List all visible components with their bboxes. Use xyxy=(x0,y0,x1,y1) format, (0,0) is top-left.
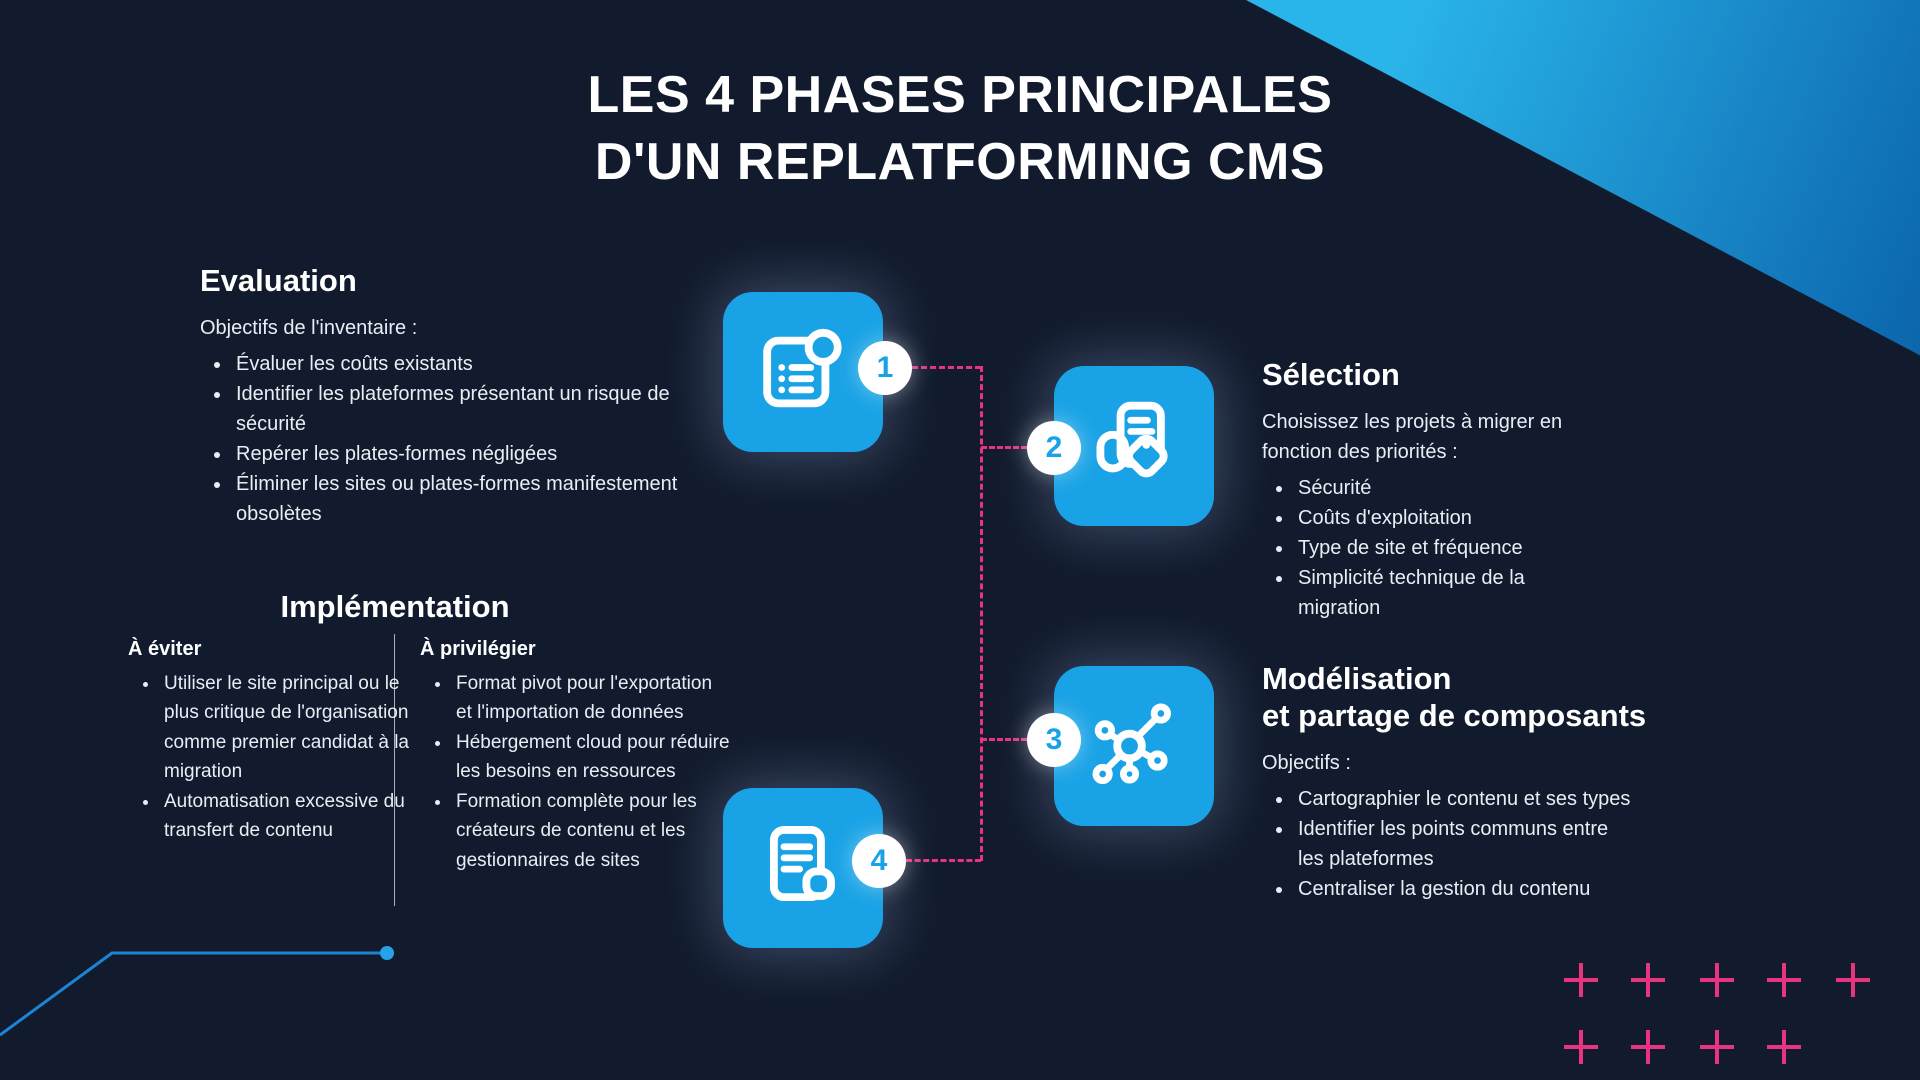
bullet-item: Type de site et fréquence xyxy=(1294,533,1562,563)
content-document-icon xyxy=(769,826,835,902)
section-evaluation: Evaluation Objectifs de l'inventaire : É… xyxy=(200,262,730,529)
bullet-item: Sécurité xyxy=(1294,473,1562,503)
evaluation-bullet-list: Évaluer les coûts existantsIdentifier le… xyxy=(200,349,730,529)
plus-icon xyxy=(1564,1030,1598,1064)
implementation-prefer-column: À privilégier Format pivot pour l'export… xyxy=(420,634,730,875)
document-tag-icon xyxy=(1096,401,1168,478)
page-title-line2: D'UN REPLATFORMING CMS xyxy=(594,132,1326,191)
selection-title: Sélection xyxy=(1262,357,1400,392)
bullet-item: Coûts d'exploitation xyxy=(1294,503,1562,533)
plus-icon xyxy=(1700,963,1734,997)
phase-2-badge: 2 xyxy=(1027,421,1081,475)
section-implementation: Implémentation xyxy=(110,588,680,639)
evaluation-title: Evaluation xyxy=(200,263,357,298)
page-title: LES 4 PHASES PRINCIPALES D'UN REPLATFORM… xyxy=(0,62,1920,195)
implementation-avoid-column: À éviter Utiliser le site principal ou l… xyxy=(128,634,413,846)
plus-icon xyxy=(1700,1030,1734,1064)
plus-icon xyxy=(1631,1030,1665,1064)
prefer-heading: À privilégier xyxy=(420,638,536,660)
bullet-item: Identifier les plateformes présentant un… xyxy=(232,379,730,439)
plus-icon xyxy=(1564,963,1598,997)
phase-1-badge: 1 xyxy=(858,341,912,395)
section-selection: Sélection Choisissez les projets à migre… xyxy=(1262,356,1622,623)
connector-spine xyxy=(980,366,983,861)
selection-intro: Choisissez les projets à migrer en fonct… xyxy=(1262,411,1563,464)
prefer-bullet-list: Format pivot pour l'exportation et l'imp… xyxy=(420,669,730,875)
avoid-heading: À éviter xyxy=(128,638,202,660)
implementation-title: Implémentation xyxy=(280,589,510,624)
bullet-item: Formation complète pour les créateurs de… xyxy=(452,787,730,875)
phase-4-badge: 4 xyxy=(852,834,906,888)
audit-checklist-icon xyxy=(763,328,842,408)
evaluation-icon-card xyxy=(723,292,883,452)
column-divider xyxy=(394,634,395,906)
page-title-line1: LES 4 PHASES PRINCIPALES xyxy=(587,66,1333,124)
connector-phase3 xyxy=(981,738,1027,741)
plus-icon xyxy=(1767,1030,1801,1064)
plus-icon xyxy=(1767,963,1801,997)
bullet-item: Hébergement cloud pour réduire les besoi… xyxy=(452,728,730,787)
modelisation-title: Modélisation et partage de composants xyxy=(1262,660,1692,734)
modelisation-bullet-list: Cartographier le contenu et ses typesIde… xyxy=(1262,784,1632,904)
bullet-item: Repérer les plates-formes négligées xyxy=(232,439,730,469)
section-modelisation: Modélisation et partage de composants Ob… xyxy=(1262,660,1692,904)
connector-phase4 xyxy=(906,859,981,862)
bullet-item: Format pivot pour l'exportation et l'imp… xyxy=(452,669,730,728)
modelisation-icon-card xyxy=(1054,666,1214,826)
decorative-line xyxy=(0,946,394,1037)
evaluation-intro: Objectifs de l'inventaire : xyxy=(200,317,418,340)
modelisation-title-line2: et partage de composants xyxy=(1262,698,1647,734)
selection-bullet-list: SécuritéCoûts d'exploitationType de site… xyxy=(1262,473,1562,623)
plus-icon xyxy=(1631,963,1665,997)
bullet-item: Centraliser la gestion du contenu xyxy=(1294,874,1632,904)
bullet-item: Automatisation excessive du transfert de… xyxy=(160,787,413,846)
phase-3-badge: 3 xyxy=(1027,713,1081,767)
connector-phase1 xyxy=(912,366,981,369)
bullet-item: Utiliser le site principal ou le plus cr… xyxy=(160,669,413,787)
connector-phase2 xyxy=(981,446,1027,449)
bullet-item: Simplicité technique de la migration xyxy=(1294,563,1562,623)
bullet-item: Éliminer les sites ou plates-formes mani… xyxy=(232,469,730,529)
bullet-item: Cartographier le contenu et ses types xyxy=(1294,784,1632,814)
bullet-item: Évaluer les coûts existants xyxy=(232,349,730,379)
network-nodes-icon xyxy=(1092,703,1171,785)
modelisation-title-line1: Modélisation xyxy=(1262,661,1452,696)
modelisation-intro: Objectifs : xyxy=(1262,752,1351,775)
bullet-item: Identifier les points communs entre les … xyxy=(1294,814,1632,874)
plus-icon xyxy=(1836,963,1870,997)
avoid-bullet-list: Utiliser le site principal ou le plus cr… xyxy=(128,669,413,846)
